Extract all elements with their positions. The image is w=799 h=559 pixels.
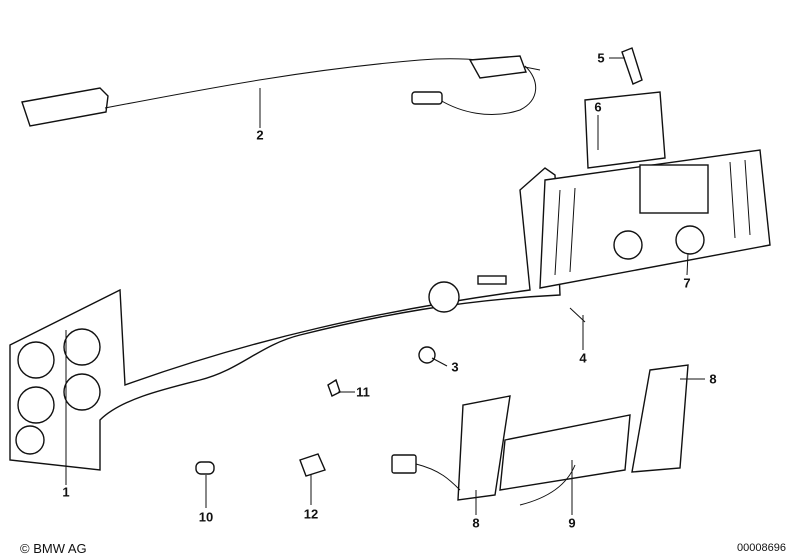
diagram-number: 00008696 <box>737 542 786 554</box>
part-5-knob <box>621 47 643 85</box>
callout-12[interactable]: 12 <box>303 506 319 522</box>
part-12-clip <box>299 453 326 477</box>
callout-10[interactable]: 10 <box>198 509 214 525</box>
copyright: © BMW AG <box>20 541 87 556</box>
callout-9[interactable]: 9 <box>568 515 576 531</box>
part-8-plate-right <box>631 364 689 473</box>
callout-11[interactable]: 11 <box>356 384 370 400</box>
part-3-bulb-holder <box>418 346 436 364</box>
part-7-center-bezel <box>539 149 771 289</box>
part-8-plate-left <box>457 395 511 501</box>
callout-1[interactable]: 1 <box>62 484 70 500</box>
part-11-bulb <box>327 378 341 397</box>
callout-4[interactable]: 4 <box>579 350 587 366</box>
callout-5[interactable]: 5 <box>597 50 605 66</box>
part-1-trim-panel <box>9 167 561 471</box>
part-2-wire-harness <box>21 55 541 127</box>
callout-8-left[interactable]: 8 <box>472 515 480 531</box>
callout-7[interactable]: 7 <box>683 275 691 291</box>
part-9-holder <box>499 414 631 491</box>
callout-6[interactable]: 6 <box>594 99 602 115</box>
callout-2[interactable]: 2 <box>256 127 264 143</box>
part-10-pin <box>195 461 215 475</box>
part-6-display <box>584 91 666 169</box>
callout-8-right[interactable]: 8 <box>709 371 717 387</box>
callout-3[interactable]: 3 <box>451 359 459 375</box>
